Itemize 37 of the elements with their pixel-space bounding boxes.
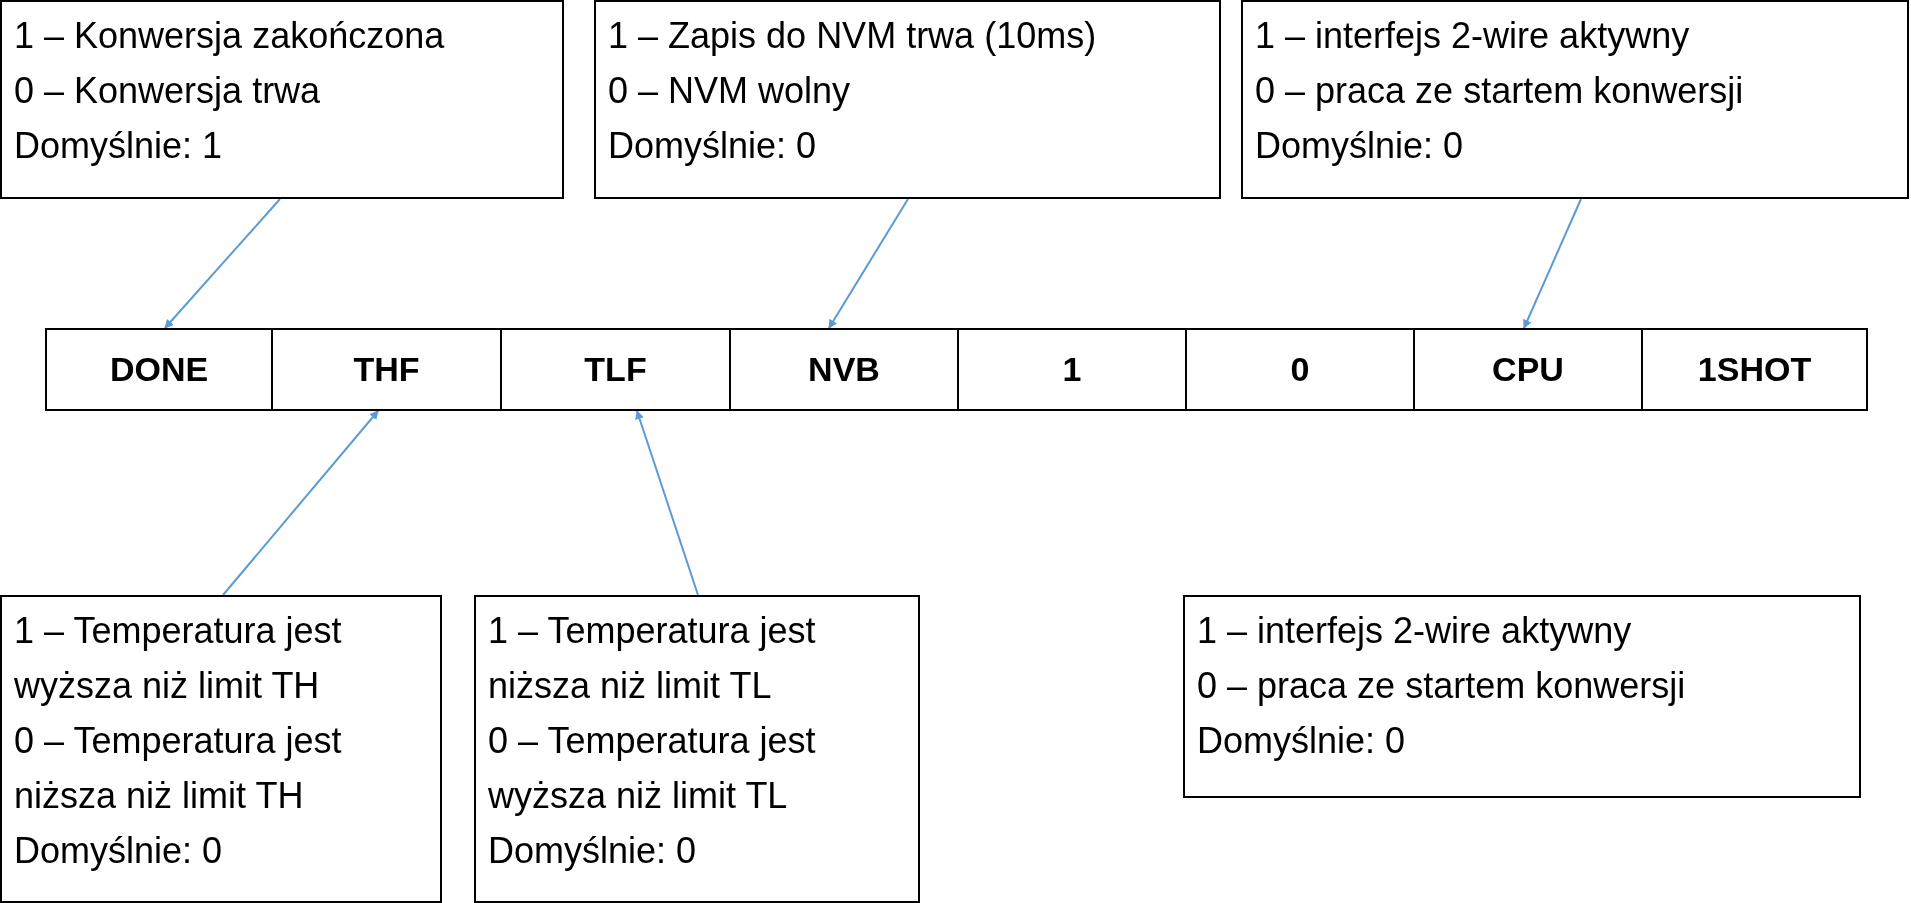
bit-description: 0 – Konwersja trwa: [14, 69, 322, 113]
bit-description: 1 – Konwersja zakończona: [14, 14, 446, 58]
bit-description: Domyślnie: 0: [488, 829, 698, 873]
bit-description: 0 – Temperatura jest niższa niż limit TH: [14, 719, 343, 818]
bit-description: 1 – Temperatura jest wyższa niż limit TH: [14, 609, 343, 708]
bit-description: Domyślnie: 0: [1197, 719, 1407, 763]
register-bit-field: CPU: [1413, 328, 1643, 411]
bit-description: Domyślnie: 0: [608, 124, 818, 168]
register-bit-field: NVB: [729, 328, 959, 411]
callout-box: [0, 595, 442, 903]
register-bit-field: TLF: [500, 328, 731, 411]
register-bit-field: 1: [957, 328, 1187, 411]
register-bit-field: DONE: [45, 328, 273, 411]
callout-box: [594, 0, 1221, 199]
bit-description: 1 – Zapis do NVM trwa (10ms): [608, 14, 1098, 58]
register-bit-field: 1SHOT: [1641, 328, 1868, 411]
bit-description: Domyślnie: 1: [14, 124, 224, 168]
leader-arrow: [635, 410, 699, 596]
leader-arrow: [1523, 198, 1582, 329]
bit-description: 1 – interfejs 2-wire aktywny: [1197, 609, 1633, 653]
register-bit-field: THF: [271, 328, 502, 411]
leader-arrow: [828, 198, 909, 329]
bit-description: 1 – interfejs 2-wire aktywny: [1255, 14, 1691, 58]
leader-arrow: [222, 410, 379, 596]
callout-box: [1183, 595, 1861, 798]
callout-box: [474, 595, 920, 903]
bit-description: Domyślnie: 0: [14, 829, 224, 873]
bit-description: 0 – NVM wolny: [608, 69, 852, 113]
callout-box: [1241, 0, 1909, 199]
bit-description: 0 – Temperatura jest wyższa niż limit TL: [488, 719, 817, 818]
callout-box: [0, 0, 564, 199]
bit-description: 0 – praca ze startem konwersji: [1197, 664, 1687, 708]
bit-description: 0 – praca ze startem konwersji: [1255, 69, 1745, 113]
bit-description: 1 – Temperatura jest niższa niż limit TL: [488, 609, 817, 708]
bit-description: Domyślnie: 0: [1255, 124, 1465, 168]
leader-arrow: [164, 198, 281, 329]
register-bit-field: 0: [1185, 328, 1415, 411]
